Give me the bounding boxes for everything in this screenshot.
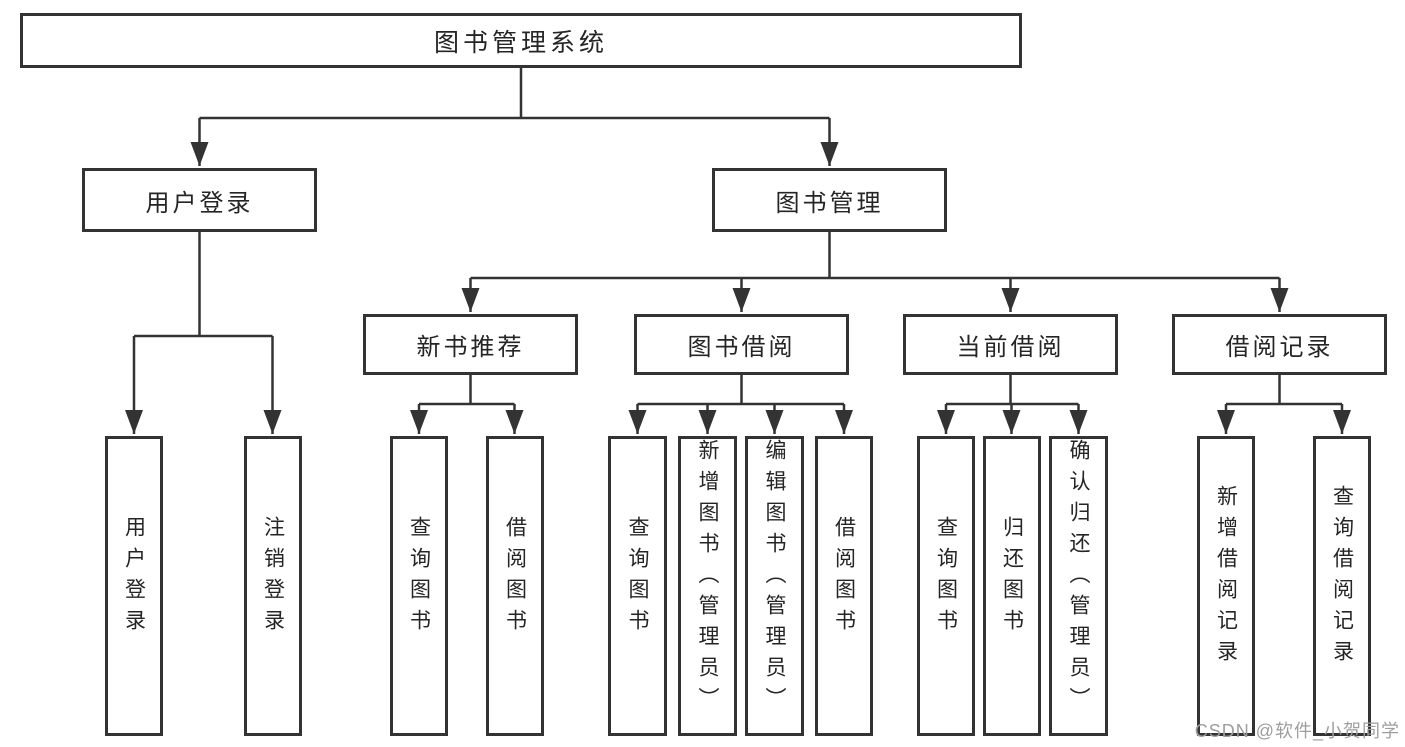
leaf-query-borrow-record: 查询借阅记录 [1313,436,1371,736]
node-new-book-recommend: 新书推荐 [363,314,578,375]
node-current-borrowing-label: 当前借阅 [956,334,1065,361]
node-current-borrowing: 当前借阅 [903,314,1118,375]
leaf-recommend-query-books: 查询图书 [390,436,448,736]
leaf-user-login-label: 用户登录 [122,516,146,640]
leaf-add-books-admin: 新增图书（管理员） [678,436,737,736]
leaf-confirm-return-admin: 确认归还（管理员） [1049,436,1108,736]
csdn-watermark: CSDN @软件_小贺同学 [1194,721,1400,741]
node-library-system: 图书管理系统 [20,13,1022,68]
node-user-login-branch-label: 用户登录 [145,189,254,217]
node-user-login-branch: 用户登录 [82,168,317,232]
leaf-recommend-query-books-label: 查询图书 [407,516,431,640]
leaf-return-books: 归还图书 [983,436,1041,736]
leaf-edit-books-admin: 编辑图书（管理员） [745,436,804,736]
node-book-management: 图书管理 [712,168,947,232]
node-book-borrowing: 图书借阅 [634,314,849,375]
leaf-add-borrow-record-label: 新增借阅记录 [1214,485,1238,671]
leaf-borrowing-query-books-label: 查询图书 [626,516,649,640]
node-library-system-label: 图书管理系统 [433,28,608,57]
node-borrowing-records: 借阅记录 [1172,314,1387,375]
leaf-edit-books-admin-label: 编辑图书（管理员） [763,438,786,718]
leaf-borrowing-borrow-books: 借阅图书 [815,436,873,736]
leaf-recommend-borrow-books: 借阅图书 [486,436,544,736]
leaf-logout-label: 注销登录 [261,516,285,640]
leaf-recommend-borrow-books-label: 借阅图书 [503,516,527,640]
node-book-management-label: 图书管理 [775,189,884,217]
leaf-logout: 注销登录 [244,436,302,736]
leaf-current-query-books-label: 查询图书 [934,516,958,640]
leaf-current-query-books: 查询图书 [917,436,975,736]
leaf-borrowing-query-books: 查询图书 [608,436,667,736]
node-borrowing-records-label: 借阅记录 [1225,334,1334,361]
leaf-return-books-label: 归还图书 [1000,516,1024,640]
leaf-add-borrow-record: 新增借阅记录 [1197,436,1255,736]
node-book-borrowing-label: 图书借阅 [687,334,796,361]
leaf-user-login: 用户登录 [105,436,163,736]
leaf-borrowing-borrow-books-label: 借阅图书 [832,516,856,640]
node-new-book-recommend-label: 新书推荐 [416,334,525,361]
leaf-query-borrow-record-label: 查询借阅记录 [1330,485,1354,671]
leaf-confirm-return-admin-label: 确认归还（管理员） [1067,438,1090,718]
leaf-add-books-admin-label: 新增图书（管理员） [696,438,719,718]
